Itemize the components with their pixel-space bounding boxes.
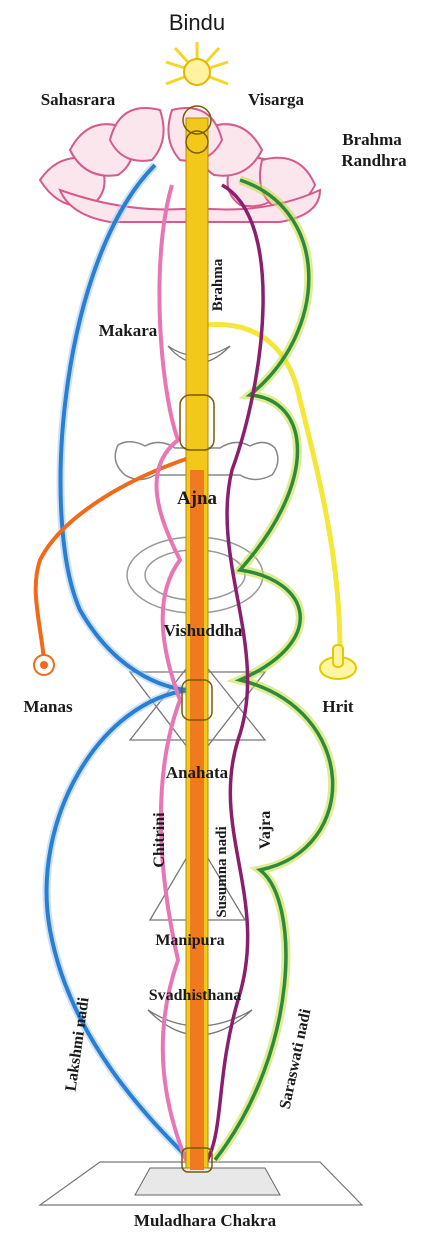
label-manas: Manas: [23, 697, 73, 716]
label-ajna: Ajna: [177, 488, 218, 509]
label-manipura: Manipura: [155, 932, 224, 949]
label-visarga: Visarga: [248, 90, 305, 109]
label-lakshmi-nadi: Lakshmi nadi: [63, 996, 93, 1093]
label-vajra: Vajra: [257, 811, 274, 850]
label-sahasrara: Sahasrara: [41, 90, 116, 109]
label-brahma-randhra-1: Brahma: [342, 130, 402, 149]
susumna-nadi-pillar: [190, 470, 204, 1170]
bindu-sun: [166, 42, 228, 85]
label-brahma-randhra-2: Randhra: [341, 151, 407, 170]
label-makara: Makara: [99, 321, 158, 340]
label-brahma: Brahma: [210, 258, 226, 311]
label-susumna-nadi: Susumna nadi: [214, 826, 230, 917]
label-bindu: Bindu: [169, 10, 225, 35]
label-chitrini: Chitrini: [151, 812, 168, 868]
manas-flower-icon: [34, 655, 54, 675]
hrit-lotus-icon: [320, 645, 356, 679]
label-muladhara-chakra: Muladhara Chakra: [134, 1211, 277, 1230]
label-hrit: Hrit: [322, 697, 353, 716]
label-vishuddha: Vishuddha: [164, 621, 243, 640]
label-svadhisthana: Svadhisthana: [149, 987, 242, 1004]
label-anahata: Anahata: [166, 763, 229, 782]
